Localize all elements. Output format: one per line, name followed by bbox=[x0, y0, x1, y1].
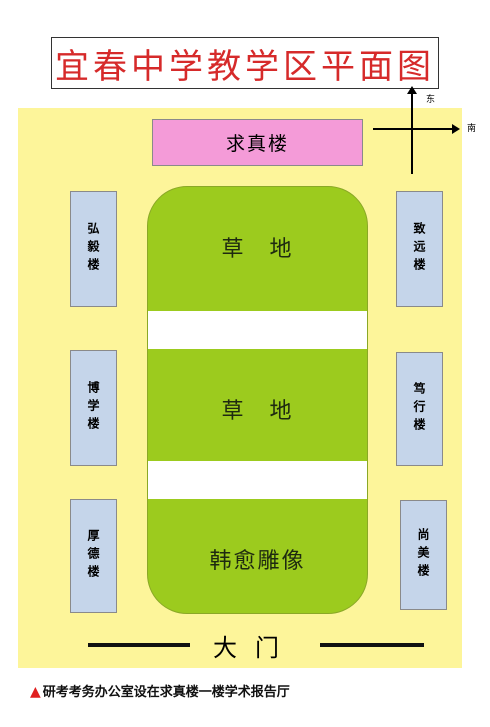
building-hongyi-label: 弘毅楼 bbox=[86, 222, 100, 276]
building-qiuzhen[interactable]: 求真楼 bbox=[152, 119, 363, 166]
compass-up-label: 东 bbox=[426, 95, 436, 105]
building-qiuzhen-label: 求真楼 bbox=[225, 133, 289, 155]
map-title: 宜春中学教学区平面图 bbox=[55, 46, 435, 87]
building-shangmei-label: 尚美楼 bbox=[416, 528, 430, 582]
triangle-marker-icon: ▲ bbox=[30, 684, 41, 700]
building-hongyi[interactable]: 弘毅楼 bbox=[70, 191, 117, 307]
compass-arrow-right-icon bbox=[452, 124, 460, 134]
building-shangmei[interactable]: 尚美楼 bbox=[400, 500, 447, 610]
building-duxing-label: 笃行楼 bbox=[412, 382, 426, 436]
gate-wall-left bbox=[88, 643, 190, 647]
compass-arrow-up-icon bbox=[407, 86, 417, 94]
building-duxing[interactable]: 笃行楼 bbox=[396, 352, 443, 466]
building-houde-label: 厚德楼 bbox=[86, 529, 100, 583]
exam-office-note: ▲研考考务办公室设在求真楼一楼学术报告厅 bbox=[30, 681, 290, 700]
building-boxue-label: 博学楼 bbox=[86, 381, 100, 435]
main-gate-label: 大门 bbox=[213, 634, 297, 662]
building-zhiyuan[interactable]: 致远楼 bbox=[396, 191, 443, 307]
walkway-2 bbox=[148, 461, 367, 499]
statue-label: 韩愈雕像 bbox=[209, 549, 306, 574]
lawn-2-label: 草 地 bbox=[221, 399, 294, 424]
walkway-1 bbox=[148, 311, 367, 349]
building-houde[interactable]: 厚德楼 bbox=[70, 499, 117, 613]
building-zhiyuan-label: 致远楼 bbox=[412, 222, 426, 276]
lawn-1-label: 草 地 bbox=[221, 237, 294, 262]
building-boxue[interactable]: 博学楼 bbox=[70, 350, 117, 466]
compass-vertical-axis bbox=[411, 92, 413, 174]
gate-wall-right bbox=[320, 643, 424, 647]
compass-horizontal-axis bbox=[373, 128, 453, 130]
exam-office-note-text: 研考考务办公室设在求真楼一楼学术报告厅 bbox=[42, 685, 290, 700]
compass-right-label: 南 bbox=[467, 124, 477, 134]
central-green: 草 地 草 地 韩愈雕像 bbox=[147, 186, 368, 614]
map-title-box: 宜春中学教学区平面图 bbox=[51, 37, 439, 89]
